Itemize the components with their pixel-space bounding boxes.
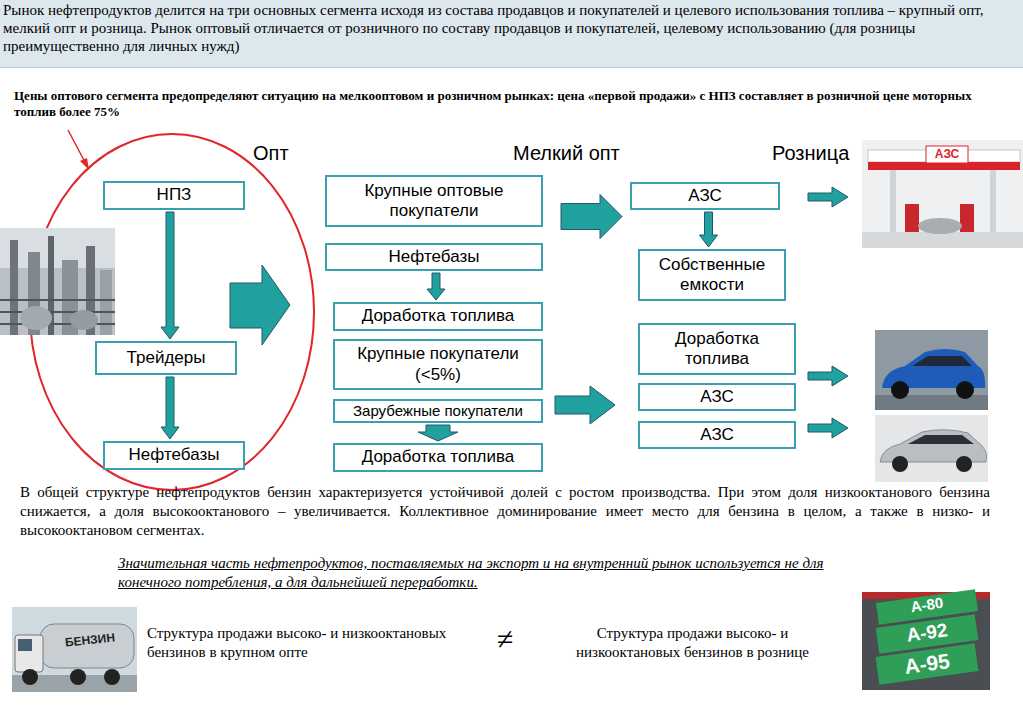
gas-station-picture — [862, 140, 1023, 248]
refinery-picture — [0, 228, 115, 335]
header-text: Рынок нефтепродуктов делится на три осно… — [3, 1, 1020, 55]
box-text: Собственные емкости — [645, 255, 779, 296]
emphasis-text: Значительная часть нефтепродуктов, поста… — [118, 554, 830, 592]
box-text: Крупные покупатели (<5%) — [340, 344, 536, 385]
flow-arrow — [161, 377, 179, 439]
flow-arrow — [427, 273, 445, 300]
price-sign-picture — [862, 589, 990, 690]
small-arrow — [808, 187, 848, 207]
flow-arrow — [161, 212, 179, 339]
block-arrow — [555, 386, 615, 424]
process-box: АЗС — [638, 383, 796, 411]
column-heading: Опт — [253, 141, 289, 166]
box-text: Трейдеры — [127, 348, 206, 368]
box-text: АЗС — [700, 387, 734, 407]
comparison-text: Структура продажи высоко- и низкооктанов… — [545, 624, 840, 662]
header-band: Рынок нефтепродуктов делится на три осно… — [0, 0, 1023, 68]
pointer-line — [68, 130, 86, 164]
process-box: Крупные оптовые покупатели — [325, 175, 543, 227]
note-text: Цены оптового сегмента предопределяют си… — [14, 88, 1004, 121]
process-box: Трейдеры — [95, 341, 237, 375]
silver-car-picture — [875, 415, 988, 482]
box-text: АЗС — [700, 425, 734, 445]
process-box: НПЗ — [103, 181, 245, 210]
box-text: Доработка топлива — [362, 306, 515, 326]
blue-car-picture — [875, 330, 988, 410]
process-box: Доработка топлива — [333, 443, 543, 472]
small-arrow — [808, 418, 848, 438]
process-box: Нефтебазы — [103, 441, 245, 470]
process-box: Нефтебазы — [325, 243, 543, 271]
box-text: Нефтебазы — [129, 445, 220, 465]
fuel-truck-picture — [12, 607, 137, 692]
box-text: Крупные оптовые покупатели — [332, 181, 536, 222]
box-text: Доработка топлива — [362, 447, 515, 467]
pointer-head — [80, 158, 89, 170]
box-text: НПЗ — [157, 185, 192, 205]
column-heading: Мелкий опт — [513, 141, 620, 166]
process-box: Доработка топлива — [333, 302, 543, 331]
not-equal-sign: ≠ — [497, 620, 513, 658]
column-heading: Розница — [772, 141, 849, 166]
process-box: АЗС — [638, 421, 796, 449]
box-text: АЗС — [688, 186, 722, 206]
small-arrow — [808, 366, 848, 386]
process-box: Крупные покупатели (<5%) — [333, 339, 543, 390]
process-box: Зарубежные покупатели — [333, 399, 543, 423]
process-box: Доработка топлива — [638, 323, 796, 375]
body-text: В общей структуре нефтепродуктов бензин … — [20, 483, 990, 540]
flow-arrow — [561, 195, 622, 239]
flow-arrow — [700, 212, 718, 247]
sign-text: АЗС — [927, 147, 967, 162]
block-arrow — [230, 265, 290, 345]
process-box: Собственные емкости — [638, 249, 786, 301]
comparison-text: Структура продажи высоко- и низкооктанов… — [147, 624, 482, 662]
box-text: Доработка топлива — [645, 329, 789, 370]
flow-arrow — [418, 425, 458, 441]
box-text: Нефтебазы — [389, 247, 480, 267]
process-box: АЗС — [630, 182, 780, 210]
box-text: Зарубежные покупатели — [353, 402, 523, 420]
